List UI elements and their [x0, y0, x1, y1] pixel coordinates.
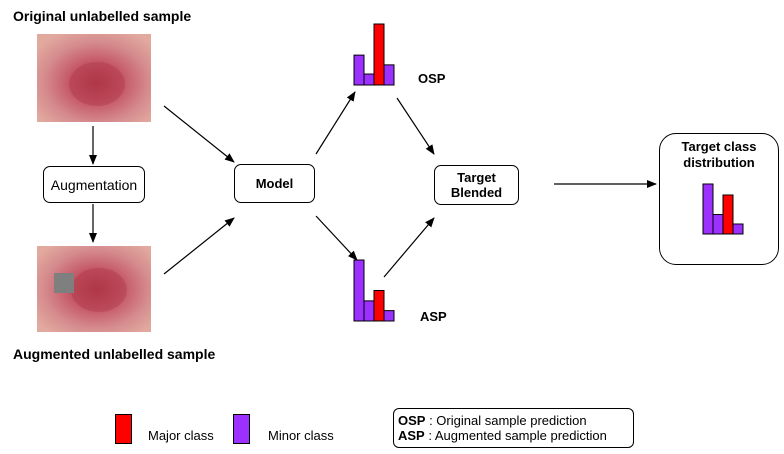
osp-bar-4 — [383, 64, 395, 86]
asp-bar-3 — [373, 290, 385, 322]
arrow-model-to-asp — [315, 215, 358, 261]
original-skin-image — [37, 34, 151, 122]
arrow-original-to-model — [163, 105, 235, 163]
target-blended-box: Target Blended — [434, 165, 519, 205]
augmented-sample-title: Augmented unlabelled sample — [13, 346, 216, 362]
key-asp-row: ASP : Augmented sample prediction — [398, 428, 633, 443]
target-bar-4 — [732, 223, 744, 235]
osp-bar-1 — [353, 54, 365, 86]
osp-label: OSP — [418, 71, 446, 86]
arrow-asp-to-target — [383, 217, 435, 278]
abbreviation-key: OSP : Original sample prediction ASP : A… — [393, 408, 634, 448]
asp-bar-4 — [383, 310, 395, 322]
minor-class-swatch — [233, 414, 250, 444]
asp-histogram — [353, 259, 395, 322]
key-osp-row: OSP : Original sample prediction — [398, 413, 633, 428]
major-class-label: Major class — [148, 428, 214, 443]
augmentation-box: Augmentation — [43, 166, 145, 203]
osp-bar-3 — [373, 23, 385, 86]
cutout-patch — [54, 273, 74, 293]
key-asp-abbr: ASP — [398, 428, 425, 443]
target-blended-label-line2: Blended — [450, 185, 503, 200]
key-asp-text: : Augmented sample prediction — [424, 428, 607, 443]
augmented-skin-image — [37, 246, 151, 332]
arrow-augmented-to-model — [163, 217, 235, 275]
original-sample-title: Original unlabelled sample — [13, 8, 192, 24]
asp-bar-2 — [363, 300, 375, 322]
major-class-swatch — [115, 414, 132, 444]
target-blended-label-line1: Target — [457, 170, 496, 185]
target-bar-3 — [722, 194, 734, 235]
osp-bar-2 — [363, 73, 375, 86]
asp-label: ASP — [420, 309, 447, 324]
key-osp-abbr: OSP — [398, 413, 426, 428]
osp-histogram — [353, 23, 395, 86]
target-class-distribution-box: Target class distribution — [659, 133, 779, 265]
arrow-model-to-osp — [315, 91, 356, 155]
target-class-label-line1: Target class — [681, 139, 757, 154]
target-bar-2 — [712, 214, 724, 235]
model-box: Model — [234, 164, 315, 203]
target-histogram — [702, 183, 744, 235]
target-bar-1 — [702, 183, 714, 235]
target-class-label-line2: distribution — [683, 155, 755, 170]
asp-bar-1 — [353, 259, 365, 322]
key-osp-text: : Original sample prediction — [425, 413, 587, 428]
model-label: Model — [255, 176, 294, 191]
arrow-osp-to-target — [396, 97, 435, 155]
minor-class-label: Minor class — [268, 428, 334, 443]
augmentation-label: Augmentation — [50, 176, 138, 193]
